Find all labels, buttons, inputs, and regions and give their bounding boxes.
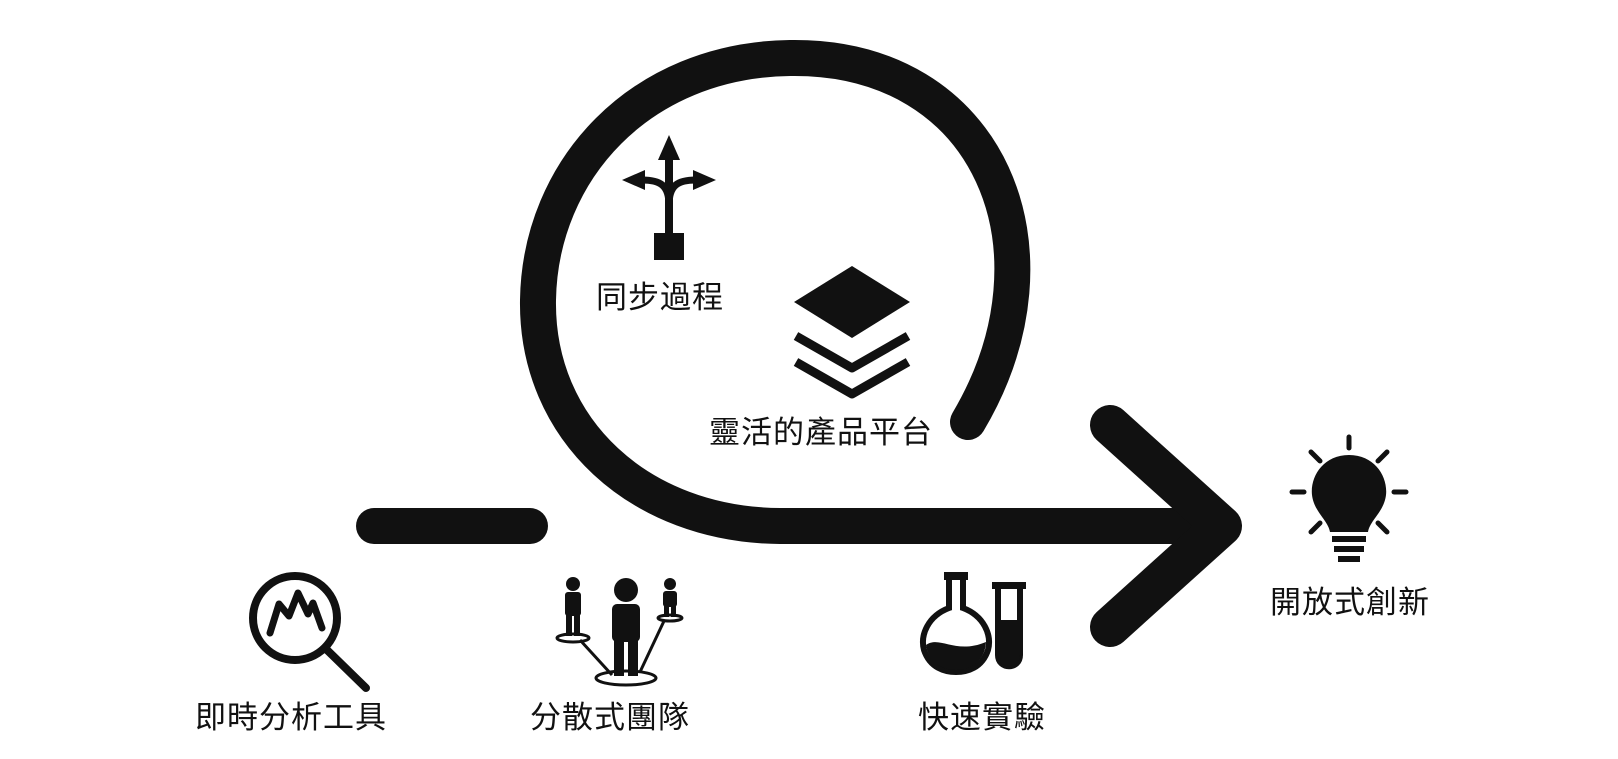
open-innovation-label: 開放式創新	[1270, 585, 1430, 621]
sync-process-label: 同步過程	[596, 280, 724, 316]
layers-icon	[793, 266, 911, 399]
distributed-team-label: 分散式團隊	[530, 700, 690, 736]
rapid-experiment-label: 快速實驗	[918, 700, 1046, 736]
lab-flask-icon	[920, 572, 1026, 676]
flexible-platform-label: 靈活的產品平台	[709, 415, 933, 451]
realtime-analytics-label: 即時分析工具	[195, 700, 387, 736]
lightbulb-icon	[1289, 434, 1409, 562]
people-network-icon	[555, 577, 684, 687]
arrowhead	[1090, 405, 1242, 647]
loop-arrow-path	[519, 39, 1240, 544]
magnifier-chart-icon	[249, 572, 370, 692]
branch-arrows-icon	[622, 135, 716, 260]
